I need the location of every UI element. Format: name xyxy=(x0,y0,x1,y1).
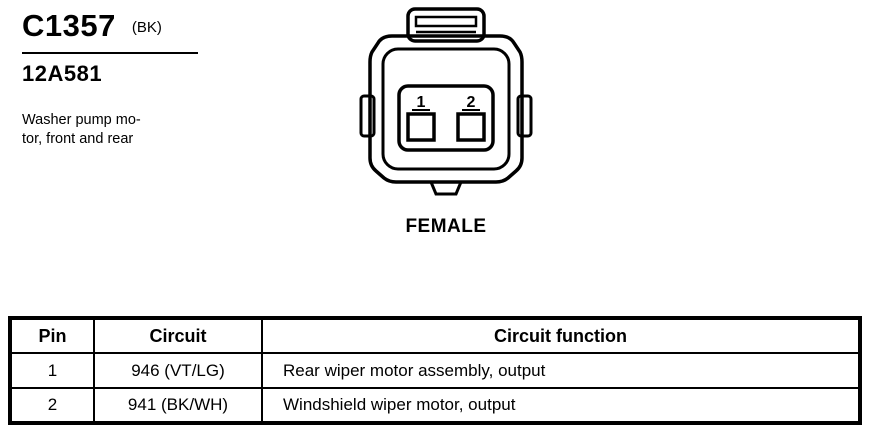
description-line-2: tor, front and rear xyxy=(22,131,134,147)
connector-figure: 1 2 FEMALE xyxy=(350,6,542,238)
column-header-pin: Pin xyxy=(9,317,95,354)
circuit-cell: 941 (BK/WH) xyxy=(93,387,263,424)
connector-description: Washer pump mo- tor, front and rear xyxy=(22,111,252,149)
column-header-circuit: Circuit xyxy=(93,317,263,354)
column-header-circuit-function: Circuit function xyxy=(261,317,861,354)
table-header-row: Pin Circuit Circuit function xyxy=(9,317,861,354)
pin-cell: 2 xyxy=(9,387,95,424)
connector-color-code: (BK) xyxy=(131,19,162,36)
part-number: 12A581 xyxy=(22,61,103,86)
circuit-cell: 946 (VT/LG) xyxy=(93,352,263,389)
pinout-table-container: Pin Circuit Circuit function 1 946 (VT/L… xyxy=(8,316,862,425)
pin-1-label: 1 xyxy=(417,94,426,111)
header-block: C1357 (BK) 12A581 Washer pump mo- tor, f… xyxy=(22,8,252,149)
function-cell: Windshield wiper motor, output xyxy=(261,387,861,424)
connector-diagram: 1 2 xyxy=(359,7,533,196)
pinout-table: Pin Circuit Circuit function 1 946 (VT/L… xyxy=(8,316,862,425)
table-row: 1 946 (VT/LG) Rear wiper motor assembly,… xyxy=(9,352,861,389)
connector-gender-label: FEMALE xyxy=(405,216,487,237)
pin-2-label: 2 xyxy=(467,94,476,111)
table-row: 2 941 (BK/WH) Windshield wiper motor, ou… xyxy=(9,387,861,424)
function-cell: Rear wiper motor assembly, output xyxy=(261,352,861,389)
connector-id: C1357 xyxy=(22,8,116,43)
pin-cell: 1 xyxy=(9,352,95,389)
connector-id-row: C1357 (BK) xyxy=(22,8,252,44)
header-divider xyxy=(22,52,198,54)
description-line-1: Washer pump mo- xyxy=(22,112,141,128)
